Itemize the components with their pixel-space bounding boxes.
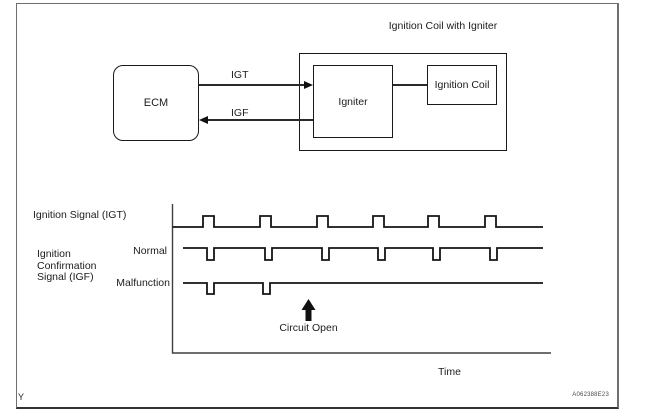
igt-signal-label: IGT [231,69,249,81]
igf-row-label: Ignition Confirmation Signal (IGF) [37,248,97,283]
igf-arrowhead-icon [199,115,208,124]
igniter-coil-connector-line [393,84,427,86]
time-axis-label: Time [438,366,461,378]
igniter-box: Igniter [313,65,393,138]
ecm-box: ECM [113,65,199,141]
igf-signal-label: IGF [231,107,249,119]
ecm-label: ECM [143,97,169,109]
ignition-coil-label: Ignition Coil [434,79,490,91]
ignition-coil-box: Ignition Coil [427,65,497,105]
figure-code: A062388E23 [572,392,609,398]
normal-trace-label: Normal [133,245,167,257]
igt-arrowhead-icon [304,80,313,89]
igt-signal-line [199,84,306,86]
igniter-label: Igniter [338,95,368,108]
malfunction-trace-label: Malfunction [116,277,170,289]
igf-signal-line [207,119,313,121]
circuit-open-label: Circuit Open [279,322,338,334]
figure-title: Ignition Coil with Igniter [388,20,498,32]
footer-mark: Y [18,392,25,402]
igt-row-label: Ignition Signal (IGT) [33,209,127,221]
